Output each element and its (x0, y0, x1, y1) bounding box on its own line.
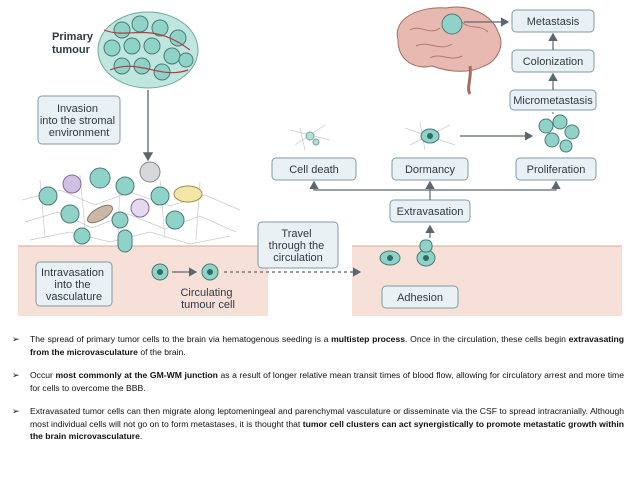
svg-text:Travel through the: Travel through the circulation (269, 228, 328, 264)
bullet-emphasis: most commonly at the GM-WM junction (55, 370, 218, 380)
primary-tumour-label: Primary tumour (52, 31, 96, 56)
adhesion-box: Adhesion (381, 285, 459, 309)
bullet-text: . (139, 431, 143, 441)
proliferation-box: Proliferation (515, 157, 597, 181)
bullet-arrow-icon: ➢ (12, 370, 20, 380)
arrow-to-proliferation (430, 180, 561, 191)
svg-text:Micrometastasis: Micrometastasis (513, 95, 593, 107)
invasion-box: Invasion into the stromal environment (37, 95, 121, 145)
bullet-item: ➢ Occur most commonly at the GM-WM juncti… (12, 369, 624, 394)
bullet-text: . Once in the circulation, these cells b… (405, 334, 569, 344)
cell-death-illustration (289, 124, 331, 151)
svg-text:Proliferation: Proliferation (527, 164, 586, 176)
svg-text:Invasion into the stroma: Invasion into the stromal environment (40, 103, 118, 139)
bullet-emphasis: extravasating from the microvasculature (30, 334, 625, 357)
bullet-text: as a result of longer relative mean tran… (30, 370, 624, 393)
proliferation-cluster (538, 114, 580, 153)
circulating-label: Circulating tumour cell (180, 287, 235, 311)
svg-text:Adhesion: Adhesion (397, 292, 443, 304)
svg-text:Dormancy: Dormancy (405, 164, 456, 176)
svg-text:Extravasation: Extravasation (397, 206, 464, 218)
bullet-item: ➢ The spread of primary tumor cells to th… (12, 333, 624, 358)
travel-box: Travel through the circulation (257, 221, 339, 269)
metastasis-cascade-diagram: Primary tumour Invasion into the stromal… (18, 6, 622, 316)
adhering-cells (379, 239, 436, 267)
bullet-emphasis: tumor cell clusters can act synergistica… (30, 418, 625, 442)
bullet-arrow-icon: ➢ (12, 406, 20, 416)
bullet-text: The spread of primary tumor cells to the… (30, 334, 332, 344)
svg-text:Cell death: Cell death (289, 164, 339, 176)
bullet-emphasis: multistep process (331, 334, 406, 344)
colonization-box: Colonization (511, 49, 595, 73)
dormancy-illustration (404, 121, 456, 151)
bullet-arrow-icon: ➢ (12, 334, 20, 344)
svg-text:Colonization: Colonization (523, 56, 584, 68)
brain-illustration (396, 6, 502, 95)
svg-text:Intravasation into the: Intravasation into the vasculature (41, 267, 107, 303)
bullet-text: of the brain. (137, 346, 186, 357)
stromal-cells (38, 161, 203, 253)
intravasation-box: Intravasation into the vasculature (35, 261, 113, 307)
primary-tumour-cluster (97, 11, 199, 89)
extravasation-box: Extravasation (389, 199, 471, 223)
cell-death-box: Cell death (271, 157, 357, 181)
bullet-text: Extravasated tumor cells can then migrat… (30, 406, 624, 429)
bullet-item: ➢ Extravasated tumor cells can then migra… (12, 405, 624, 443)
arrow-to-cell-death (309, 180, 431, 200)
micrometastasis-box: Micrometastasis (509, 89, 597, 111)
svg-text:Metastasis: Metastasis (527, 16, 580, 28)
bullet-text: Occur (30, 370, 56, 380)
metastasis-box: Metastasis (511, 9, 595, 33)
dormancy-box: Dormancy (391, 157, 469, 181)
explanation-bullets: ➢ The spread of primary tumor cells to th… (12, 333, 624, 454)
circulating-cells (151, 263, 219, 281)
